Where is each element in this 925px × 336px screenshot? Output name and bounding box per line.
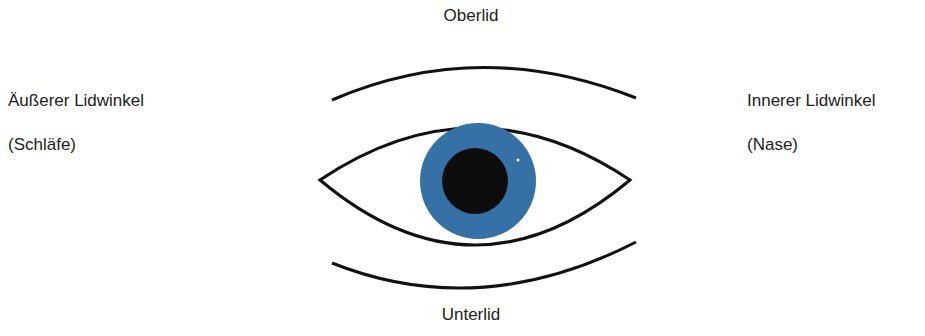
upper-lid-line xyxy=(332,67,636,100)
note-label: (Schläfe) xyxy=(8,135,76,155)
part-label: Oberlid xyxy=(444,6,499,26)
part-label: Innerer Lidwinkel xyxy=(747,91,876,111)
eye-highlight xyxy=(517,159,520,162)
iris xyxy=(420,123,536,239)
part-label: Unterlid xyxy=(442,305,501,325)
lower-lid-line xyxy=(332,242,636,288)
note-label: (Nase) xyxy=(747,135,798,155)
part-label: Äußerer Lidwinkel xyxy=(8,91,144,111)
pupil xyxy=(442,148,508,214)
